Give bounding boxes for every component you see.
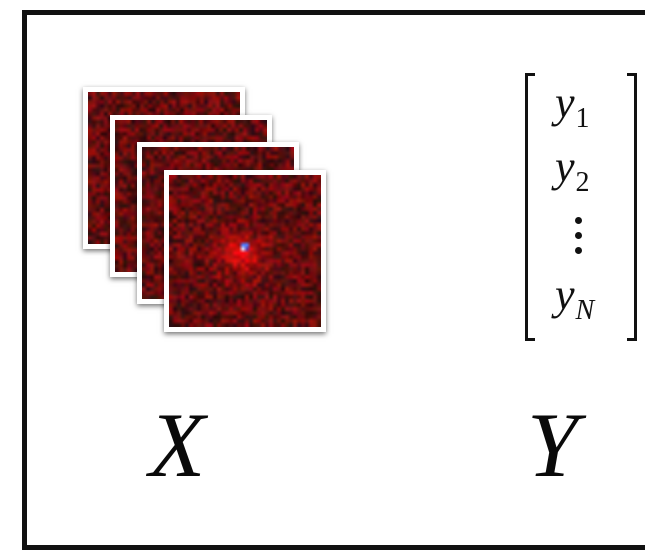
image-tile-4-front: [164, 170, 326, 332]
left-bracket: [525, 73, 535, 341]
vertical-ellipsis: [575, 217, 587, 262]
target-vector: y1 y2 yN: [525, 73, 637, 345]
vector-entry-n: yN: [555, 273, 594, 323]
vector-entry-2: y2: [555, 145, 590, 195]
diagram-frame: y1 y2 yN X Y: [22, 10, 645, 550]
label-x: X: [149, 399, 205, 491]
vector-entry-1: y1: [555, 81, 590, 131]
label-y: Y: [527, 399, 578, 491]
right-bracket: [627, 73, 637, 341]
